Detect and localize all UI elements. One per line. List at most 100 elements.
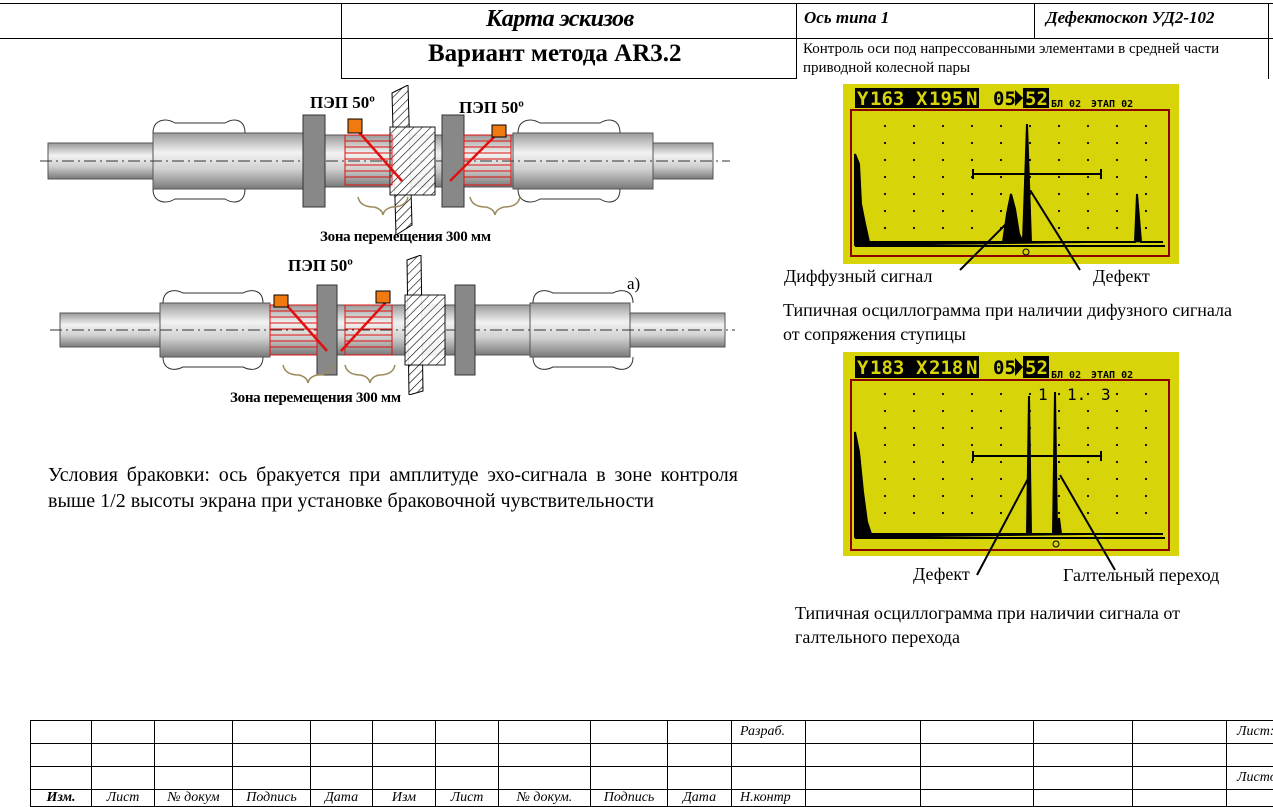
shaft-sketch-top (40, 85, 730, 236)
grid-dot (1057, 192, 1061, 196)
probe-left (347, 118, 363, 134)
grid-dot (1115, 158, 1119, 162)
gear-left (302, 114, 326, 208)
grid-dot (883, 511, 887, 515)
col-doc: № докум (154, 789, 233, 807)
grid-dot (941, 477, 945, 481)
col-doc-2: № докум. (498, 789, 591, 807)
grid-dot (912, 511, 916, 515)
grid-dot (912, 192, 916, 196)
grid-dot (1115, 392, 1119, 396)
marker-1: 1 (1038, 385, 1048, 404)
grid-dot (1086, 124, 1090, 128)
grid-dot (1057, 511, 1061, 515)
scan-zone-right (344, 304, 393, 356)
grid-dot (999, 158, 1003, 162)
grid-dot (1028, 460, 1032, 464)
col-date: Дата (310, 789, 373, 807)
grid-dot (941, 494, 945, 498)
col-norm-control: Н.контр (731, 789, 806, 807)
probe-right (375, 290, 391, 304)
zone-label-bottom: Зона перемещения 300 мм (230, 390, 401, 406)
beam-left (357, 130, 403, 182)
grid-dot (1028, 158, 1032, 162)
grid-dot (1028, 124, 1032, 128)
bl-text: БЛ 02 (1051, 370, 1081, 381)
grid-dot (1115, 494, 1119, 498)
grid-dot (999, 494, 1003, 498)
grid-dot (1086, 511, 1090, 515)
grid-dot (1144, 226, 1148, 230)
grid-dot (1028, 409, 1032, 413)
scope2-label-left: Дефект (913, 564, 970, 584)
grid-dot (1144, 141, 1148, 145)
grid-dot (912, 426, 916, 430)
col-change-2: Изм (372, 789, 436, 807)
grid-dot (999, 192, 1003, 196)
grid-dot (1144, 477, 1148, 481)
grid-dot (883, 141, 887, 145)
gear-right (454, 284, 476, 376)
bearing-right (532, 290, 634, 370)
grid-dot (883, 124, 887, 128)
beam-right (340, 300, 388, 352)
grid-dot (1086, 226, 1090, 230)
gear-left (316, 284, 338, 376)
grid-dot (941, 511, 945, 515)
grid-dot (1144, 443, 1148, 447)
grid-dot (912, 409, 916, 413)
grid-dot (1144, 392, 1148, 396)
grid-dot (941, 460, 945, 464)
grid-dot (970, 226, 974, 230)
x-label: X (916, 88, 928, 110)
grid-dot (1057, 460, 1061, 464)
gear-right (441, 114, 465, 208)
beam-right (449, 130, 501, 182)
grid-dot (1144, 460, 1148, 464)
grid-dot (941, 409, 945, 413)
y-label: Y (857, 357, 869, 379)
sketch-label-a: а) (627, 274, 641, 293)
grid-dot (970, 192, 974, 196)
grid-dot (912, 124, 916, 128)
grid-dot (999, 477, 1003, 481)
grid-dot (970, 409, 974, 413)
map-title: Карта эскизов (486, 6, 634, 32)
grid-dot (999, 141, 1003, 145)
oscillogram-1: Y 163 X 195 N 05 52 БЛ 02 ЭТАП 02 (843, 84, 1179, 264)
grid-dot (883, 477, 887, 481)
probe-right (491, 124, 507, 138)
grid-dot (1086, 443, 1090, 447)
grid-dot (1144, 494, 1148, 498)
zone-brace-left (282, 364, 334, 384)
grid-dot (1028, 494, 1032, 498)
grid-dot (1115, 209, 1119, 213)
grid-dot (1028, 426, 1032, 430)
grid-dot (1086, 477, 1090, 481)
grid-dot (912, 494, 916, 498)
grid-dot (941, 175, 945, 179)
grid-dot (1144, 511, 1148, 515)
grid-dot (1028, 511, 1032, 515)
grid-dot (1086, 175, 1090, 179)
marker-2: 1. (1067, 385, 1086, 404)
grid-dot (970, 426, 974, 430)
beam-left (282, 300, 328, 352)
grid-dot (912, 226, 916, 230)
grid-dot (999, 460, 1003, 464)
grid-dot (941, 392, 945, 396)
gain: 52 (1025, 357, 1048, 379)
grid-dot (912, 209, 916, 213)
grid-dot (1115, 124, 1119, 128)
grid-dot (999, 392, 1003, 396)
grid-dot (1115, 477, 1119, 481)
bl-text: БЛ 02 (1051, 99, 1081, 110)
probe-label-top-left: ПЭП 50º (310, 93, 375, 112)
zone-label-top: Зона перемещения 300 мм (320, 229, 491, 245)
scan-zone-left (269, 304, 318, 356)
grid-dot (883, 226, 887, 230)
grid-dot (1144, 426, 1148, 430)
grid-dot (1086, 209, 1090, 213)
grid-dot (1144, 192, 1148, 196)
grid-dot (970, 141, 974, 145)
